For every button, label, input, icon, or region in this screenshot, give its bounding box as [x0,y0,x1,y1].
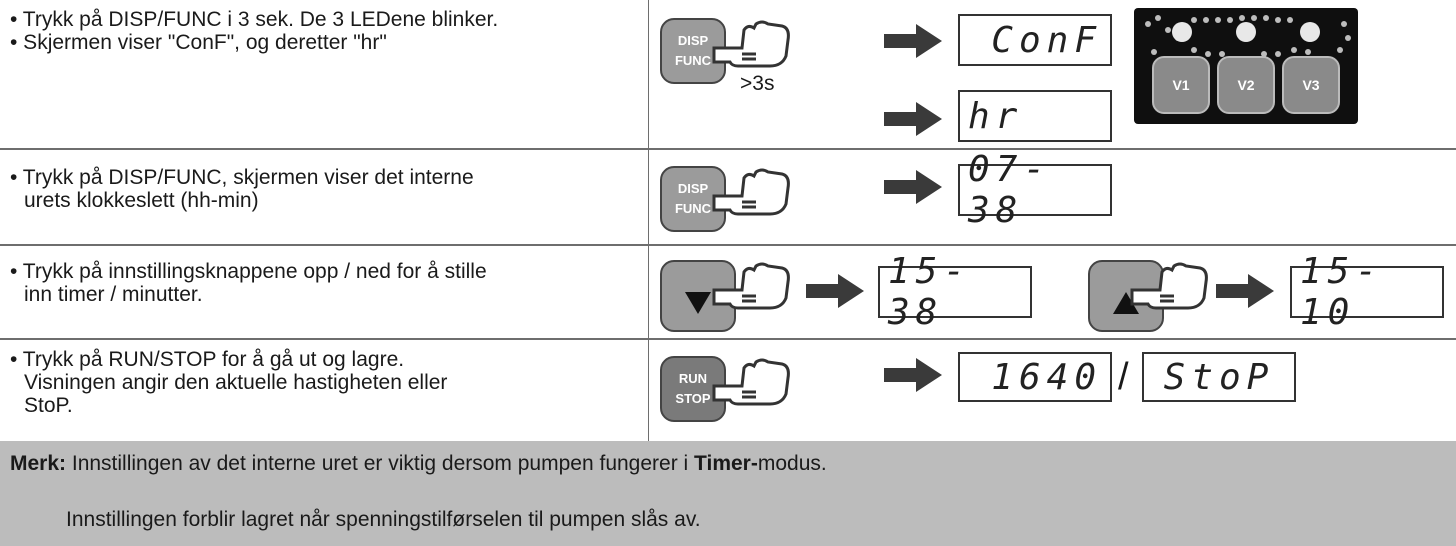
row-3-text: • Trykk på innstillingsknappene opp / ne… [10,260,487,306]
display-stop: StoP [1142,352,1296,402]
stop-label: STOP [675,391,711,406]
row-2-line-1: • Trykk på DISP/FUNC, skjermen viser det… [10,166,474,189]
hold-time-label: >3s [740,72,775,95]
row-4-line-3: StoP. [24,394,73,417]
note-text-1: Innstillingen av det interne uret er vik… [66,452,695,475]
pressing-hand-icon [712,262,790,310]
right-arrow-icon [884,24,942,58]
pressing-hand-icon [712,358,790,406]
disp-func-button[interactable]: DISP FUNC [660,166,726,232]
row-1-text: • Trykk på DISP/FUNC i 3 sek. De 3 LEDen… [10,8,498,54]
v1-label: V1 [1172,77,1190,93]
instruction-row-2: • Trykk på DISP/FUNC, skjermen viser det… [0,149,1456,246]
v1-button[interactable]: V1 [1152,56,1210,114]
display-clock: 07-38 [958,149,1112,231]
down-triangle-icon [685,292,711,314]
right-arrow-icon [884,170,942,204]
row-4-line-1: • Trykk på RUN/STOP for å gå ut og lagre… [10,348,405,371]
display-separator: / [1118,356,1129,398]
display-down-result: 15-38 [878,251,1032,333]
row-4-line-2: Visningen angir den aktuelle hastigheten… [24,371,448,394]
note-label: Merk: [10,452,67,475]
run-label: RUN [678,371,708,386]
func-label: FUNC [674,53,712,68]
display-speed: 1640 [958,352,1112,402]
right-arrow-icon [884,358,942,392]
display-conf: ConF [958,14,1112,66]
note-line-2: Innstillingen forblir lagret når spennin… [66,508,701,531]
led-1-indicator [1172,22,1192,42]
v2-label: V2 [1237,77,1255,93]
up-triangle-icon [1113,292,1139,314]
row-4-text: • Trykk på RUN/STOP for å gå ut og lagre… [10,348,447,417]
right-arrow-icon [806,274,864,308]
note-bold: Timer- [694,452,758,475]
row-1-line-2: • Skjermen viser "ConF", og deretter "hr… [10,31,387,54]
note-box: Merk: Innstillingen av det interne uret … [0,441,1456,546]
column-divider [648,0,649,150]
func-label: FUNC [674,201,712,216]
column-divider [648,246,649,340]
instruction-row-4: • Trykk på RUN/STOP for å gå ut og lagre… [0,340,1456,441]
row-2-line-2: urets klokkeslett (hh-min) [24,189,259,212]
instruction-row-1: • Trykk på DISP/FUNC i 3 sek. De 3 LEDen… [0,0,1456,150]
row-3-line-1: • Trykk på innstillingsknappene opp / ne… [10,260,487,283]
v2-button[interactable]: V2 [1217,56,1275,114]
row-1-line-1: • Trykk på DISP/FUNC i 3 sek. De 3 LEDen… [10,8,499,31]
pressing-hand-icon [712,168,790,216]
v3-button[interactable]: V3 [1282,56,1340,114]
row-3-line-2: inn timer / minutter. [24,283,203,306]
disp-label: DISP [677,181,709,196]
instruction-row-3: • Trykk på innstillingsknappene opp / ne… [0,246,1456,340]
display-up-result: 15-10 [1290,251,1444,333]
down-button[interactable] [660,260,736,332]
row-2-text: • Trykk på DISP/FUNC, skjermen viser det… [10,166,474,212]
led-panel: V1 V2 V3 [1134,8,1358,124]
column-divider [648,150,649,246]
right-arrow-icon [884,102,942,136]
led-3-indicator [1300,22,1320,42]
note-line-1: Merk: Innstillingen av det interne uret … [10,452,827,476]
display-hr: hr [958,90,1112,142]
pressing-hand-icon [1130,262,1208,310]
right-arrow-icon [1216,274,1274,308]
column-divider [648,340,649,441]
led-2-indicator [1236,22,1256,42]
v3-label: V3 [1302,77,1320,93]
disp-label: DISP [677,33,709,48]
note-text-2: modus. [757,452,827,475]
pressing-hand-icon [712,20,790,68]
